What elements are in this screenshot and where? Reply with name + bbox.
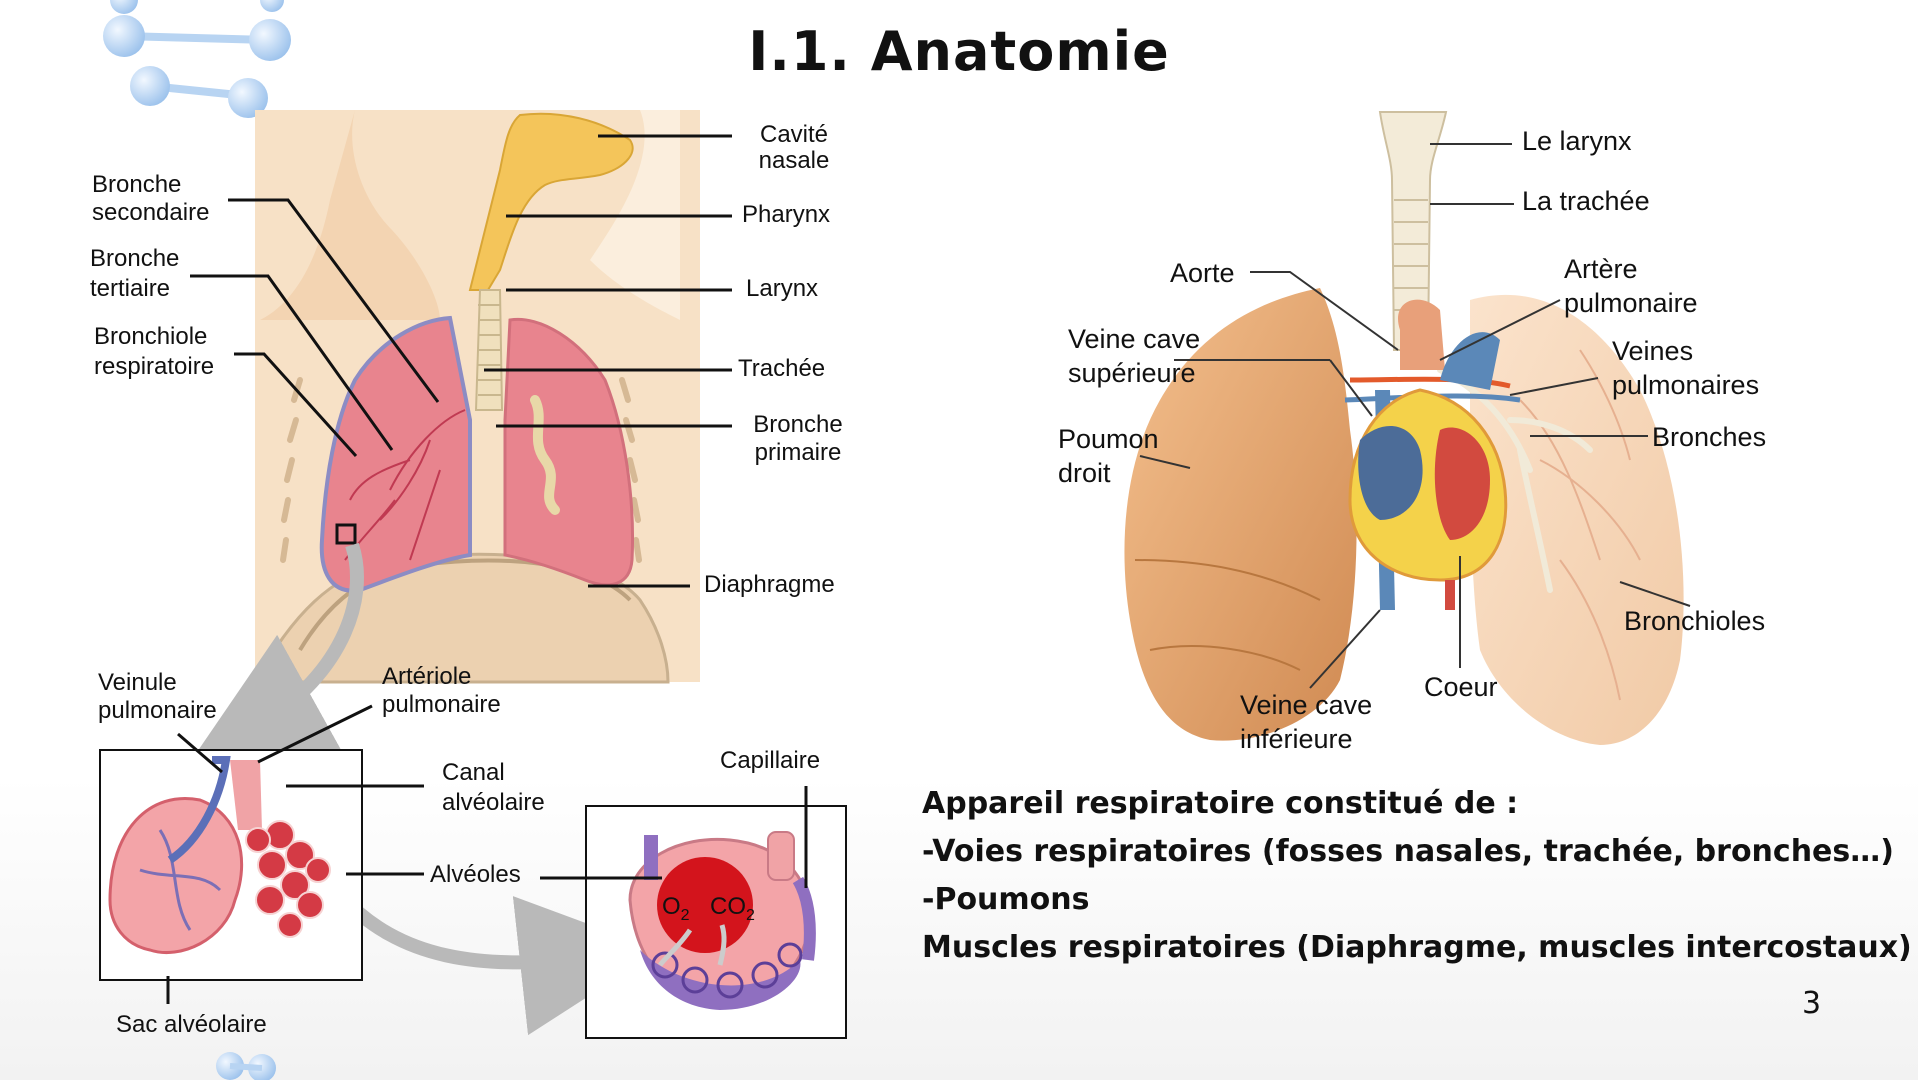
trachea-illustration [476,290,502,410]
label-diaphragme: Diaphragme [704,571,835,598]
zoom-arrow-right [340,895,590,962]
summary-line-3: -Poumons [922,876,1902,924]
right-lung-large-illustration [1124,288,1356,741]
molecule-decoration-bottom-icon [216,1052,276,1080]
summary-line-4: Muscles respiratoires (Diaphragme, muscl… [922,924,1902,972]
label-la-trachee: La trachée [1522,186,1650,216]
label-capillaire: Capillaire [720,747,820,774]
label-trachee: Trachée [738,355,825,382]
label-aorte: Aorte [1170,258,1235,288]
label-le-larynx: Le larynx [1522,126,1632,156]
label-pharynx: Pharynx [742,201,830,228]
label-bronchioles: Bronchioles [1624,606,1765,636]
summary-line-2: -Voies respiratoires (fosses nasales, tr… [922,828,1902,876]
label-larynx: Larynx [746,275,818,302]
label-sac-alveolaire: Sac alvéolaire [116,1011,267,1038]
summary-text: Appareil respiratoire constitué de : -Vo… [922,780,1902,972]
label-bronches: Bronches [1652,422,1766,452]
summary-line-1: Appareil respiratoire constitué de : [922,780,1902,828]
page-title: I.1. Anatomie [0,20,1918,83]
page-number: 3 [1802,986,1821,1021]
label-alveoles: Alvéoles [430,861,521,888]
label-coeur: Coeur [1424,672,1498,702]
